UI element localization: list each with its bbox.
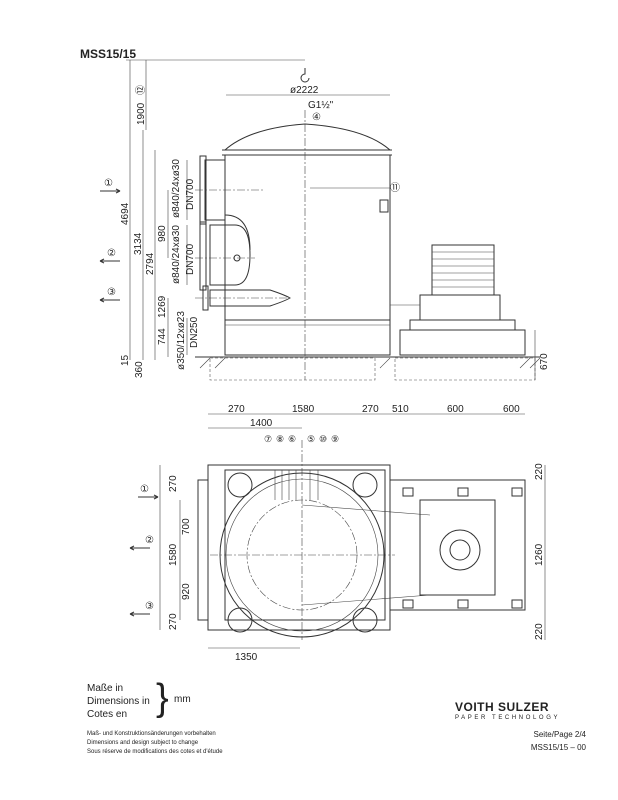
dimension-label: ⑦ [264, 434, 272, 444]
dimension-label: 270 [228, 404, 245, 415]
flange-3-dn: DN250 [189, 316, 200, 348]
dimension-label: ③ [145, 601, 154, 612]
dimension-label: MSS15/15 – 00 [530, 743, 586, 752]
dimension-label: ① [140, 484, 149, 495]
dimension-label: 220 [534, 463, 545, 480]
dimension-label: 270 [362, 404, 379, 415]
dimension-label: 920 [181, 583, 192, 600]
flange-1-spec: ø840/24xø30 [171, 159, 182, 218]
disclaimer: Maß- und Konstruktionsänderungen vorbeha… [87, 730, 223, 757]
motor-base [399, 329, 526, 356]
callout-11: ⑪ [390, 182, 400, 194]
flange-2-spec: ø840/24xø30 [171, 225, 182, 284]
thread-spec: G1½" [308, 100, 334, 111]
dimension-label: ⑩ [319, 434, 327, 444]
dimension-label: Dimensions and design subject to change [87, 740, 199, 746]
dimension-label: 600 [447, 404, 464, 415]
tank-dome [224, 123, 391, 151]
tank-body [224, 154, 391, 321]
drive-unit [389, 479, 526, 611]
elevation-view: 4694 3134 2794 1900 ⑫ 980 1269 744 ø840/… [99, 59, 550, 381]
dimension-label: Sous réserve de modifications des cotes … [87, 749, 223, 755]
dimension-label: ⑤ [307, 434, 315, 444]
dimension-label: Maß- und Konstruktionsänderungen vorbeha… [87, 731, 216, 737]
brace-icon: } [156, 677, 169, 719]
dimension-label: 600 [503, 404, 520, 415]
flange-1-dn: DN700 [185, 178, 196, 210]
dim-3134: 3134 [133, 232, 144, 255]
dimension-label: ⑧ [276, 434, 284, 444]
flow-arrows-plan: ① ② ③ [129, 484, 159, 617]
dim-980: 980 [157, 225, 168, 242]
callout-12: ⑫ [135, 85, 147, 95]
dimension-label: ② [145, 535, 154, 546]
motor [431, 244, 495, 296]
dim-360: 360 [134, 361, 145, 378]
dimension-label: 700 [181, 518, 192, 535]
dimension-label: 270 [168, 475, 179, 492]
flange-3-spec: ø350/12xø23 [176, 311, 187, 370]
dim-15: 15 [120, 354, 131, 366]
callout-4: ④ [312, 112, 321, 123]
dimension-label: Seite/Page 2/4 [533, 730, 586, 739]
unit-mm: mm [174, 694, 191, 705]
dimension-label: Cotes en [87, 709, 128, 720]
page-info: Seite/Page 2/4 MSS15/15 – 00 [531, 728, 586, 754]
dimension-label: ⑥ [288, 434, 296, 444]
dim-2794: 2794 [145, 252, 156, 275]
dim-670: 670 [539, 353, 550, 370]
dimension-label: 220 [534, 623, 545, 640]
dimension-label: ① [104, 178, 113, 189]
dimension-label: 1580 [168, 543, 179, 566]
dimension-label: Maße in [87, 683, 124, 694]
brand-logo: VOITH SULZER [455, 700, 550, 714]
dim-1350: 1350 [235, 652, 258, 663]
dimension-label: ⑨ [331, 434, 339, 444]
ground-hatching [199, 357, 541, 369]
plan-callouts: ⑦ ⑧ ⑥ ⑤ ⑩ ⑨ [264, 434, 339, 444]
drawing-title: MSS15/15 [80, 47, 137, 61]
tank-base [224, 319, 391, 356]
brand-subtitle: PAPER TECHNOLOGY [455, 715, 561, 721]
flow-arrows-elevation: ① ② ③ [99, 178, 121, 303]
dimension-label: Dimensions in [87, 696, 150, 707]
units-label: Maße in Dimensions in Cotes en [87, 682, 150, 721]
lifting-hook-icon [300, 68, 310, 83]
dim-744: 744 [157, 328, 168, 345]
dimension-label: ③ [107, 287, 116, 298]
dimension-label: 1260 [534, 543, 545, 566]
dim-1400: 1400 [250, 418, 273, 429]
dimension-label: ② [107, 248, 116, 259]
frame [207, 464, 391, 631]
dim-1900: 1900 [136, 102, 147, 125]
dimension-label: 510 [392, 404, 409, 415]
dimension-label: 1580 [292, 404, 315, 415]
dim-diameter: ø2222 [290, 85, 319, 96]
dim-1269: 1269 [157, 295, 168, 318]
dim-4694: 4694 [120, 202, 131, 225]
dimension-label: 270 [168, 613, 179, 630]
plan-view: 270 1580 270 510 600 600 1400 ⑦ ⑧ ⑥ ⑤ ⑩ … [129, 404, 546, 663]
flange-2-dn: DN700 [185, 243, 196, 275]
